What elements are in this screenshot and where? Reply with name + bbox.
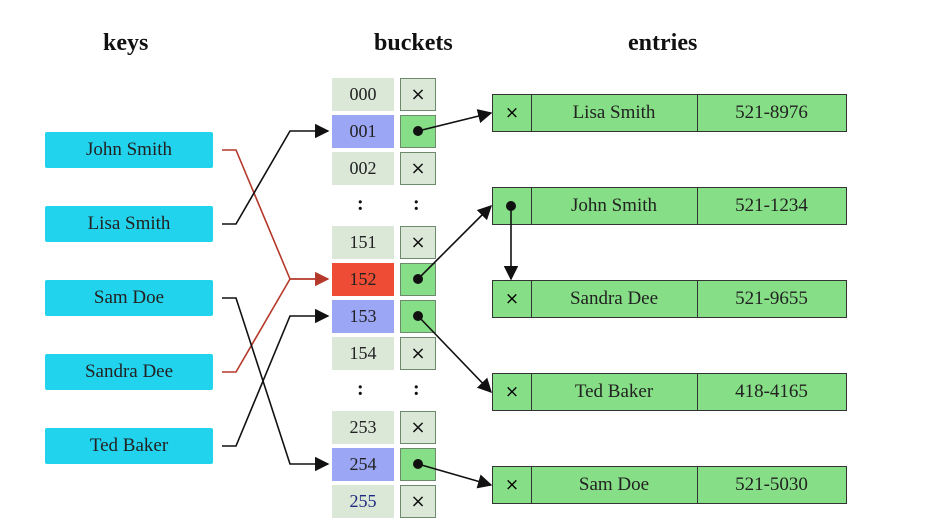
bucket-151: 151 [332,226,394,259]
entry-next-null: × [493,95,532,131]
hash-line-john-smith [222,149,330,287]
slot-253-empty: × [400,411,436,444]
bucket-153: 153 [332,300,394,333]
bucket-255: 255 [332,485,394,518]
entry-phone: 521-8976 [735,102,808,123]
key-john-smith: John Smith [45,132,213,168]
entry-name: Ted Baker [531,374,698,410]
entry-name: John Smith [531,188,698,224]
bucket-001: 001 [332,115,394,148]
bucket-253: 253 [332,411,394,444]
slot-000-empty: × [400,78,436,111]
hash-line-sandra-dee [222,278,328,373]
slot-255-empty: × [400,485,436,518]
pointer-152-to-john-smith [417,204,493,280]
hash-line-ted-baker [222,308,330,447]
slot-151-empty: × [400,226,436,259]
bucket-152: 152 [332,263,394,296]
key-sandra-dee: Sandra Dee [45,354,213,390]
keys-header: keys [103,30,149,56]
bucket-ellipsis: : [357,193,364,215]
entry-lisa-smith: × Lisa Smith 521-8976 [492,94,847,132]
entry-next-null: × [493,374,532,410]
entry-sam-doe: × Sam Doe 521-5030 [492,466,847,504]
buckets-header: buckets [374,30,453,56]
entry-phone: 521-1234 [735,195,808,216]
pointer-001-to-lisa-smith [417,109,493,132]
entry-phone: 418-4165 [735,381,808,402]
hash-line-lisa-smith [222,123,330,225]
bucket-254: 254 [332,448,394,481]
bucket-002: 002 [332,152,394,185]
key-sam-doe: Sam Doe [45,280,213,316]
slot-154-empty: × [400,337,436,370]
entry-phone: 521-9655 [735,288,808,309]
key-ted-baker: Ted Baker [45,428,213,464]
entry-name: Sam Doe [531,467,698,503]
bucket-ellipsis: : [357,378,364,400]
entries-header: entries [628,30,698,56]
pointer-254-to-sam-doe [417,463,493,489]
key-lisa-smith: Lisa Smith [45,206,213,242]
entry-sandra-dee: × Sandra Dee 521-9655 [492,280,847,318]
slot-ellipsis: : [413,378,420,400]
bucket-154: 154 [332,337,394,370]
slot-001-pointer [400,115,436,148]
entry-name: Sandra Dee [531,281,698,317]
slot-002-empty: × [400,152,436,185]
entry-next-null: × [493,281,532,317]
entry-ted-baker: × Ted Baker 418-4165 [492,373,847,411]
entry-next-null: × [493,467,532,503]
entry-name: Lisa Smith [531,95,698,131]
pointer-153-to-ted-baker [417,315,492,394]
slot-ellipsis: : [413,193,420,215]
hash-line-sam-doe [222,297,330,472]
entry-john-smith: John Smith 521-1234 [492,187,847,225]
entry-phone: 521-5030 [735,474,808,495]
entry-next-pointer [493,188,532,224]
bucket-000: 000 [332,78,394,111]
